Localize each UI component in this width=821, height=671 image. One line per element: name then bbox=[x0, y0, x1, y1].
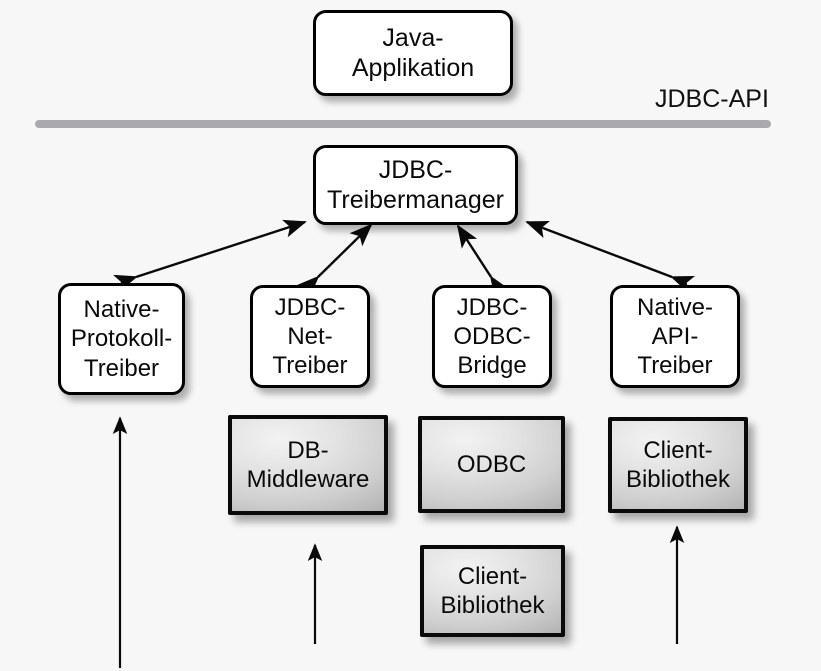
box-driver-native-api-treiber[interactable]: Native- API- Treiber bbox=[610, 285, 740, 388]
divider-jdbc-api bbox=[35, 120, 771, 128]
box-java-application[interactable]: Java- Applikation bbox=[313, 10, 513, 96]
link-manager-native-protokoll bbox=[113, 219, 307, 293]
box-driver-native-protokoll-treiber[interactable]: Native- Protokoll- Treiber bbox=[58, 283, 185, 395]
box-db-middleware[interactable]: DB- Middleware bbox=[228, 415, 388, 515]
box-client-bibliothek-middle[interactable]: Client- Bibliothek bbox=[420, 545, 565, 637]
link-manager-jdbc-odbc bbox=[456, 224, 511, 300]
box-jdbc-treibermanager[interactable]: JDBC- Treibermanager bbox=[313, 145, 518, 225]
box-client-bibliothek-right[interactable]: Client- Bibliothek bbox=[608, 417, 748, 513]
label-jdbc-api: JDBC-API bbox=[655, 85, 769, 113]
link-manager-jdbc-net bbox=[296, 223, 373, 299]
link-manager-native-api bbox=[525, 220, 695, 294]
box-driver-jdbc-odbc-bridge[interactable]: JDBC- ODBC- Bridge bbox=[432, 285, 552, 388]
box-driver-jdbc-net-treiber[interactable]: JDBC- Net- Treiber bbox=[250, 285, 370, 388]
box-odbc[interactable]: ODBC bbox=[418, 416, 565, 513]
